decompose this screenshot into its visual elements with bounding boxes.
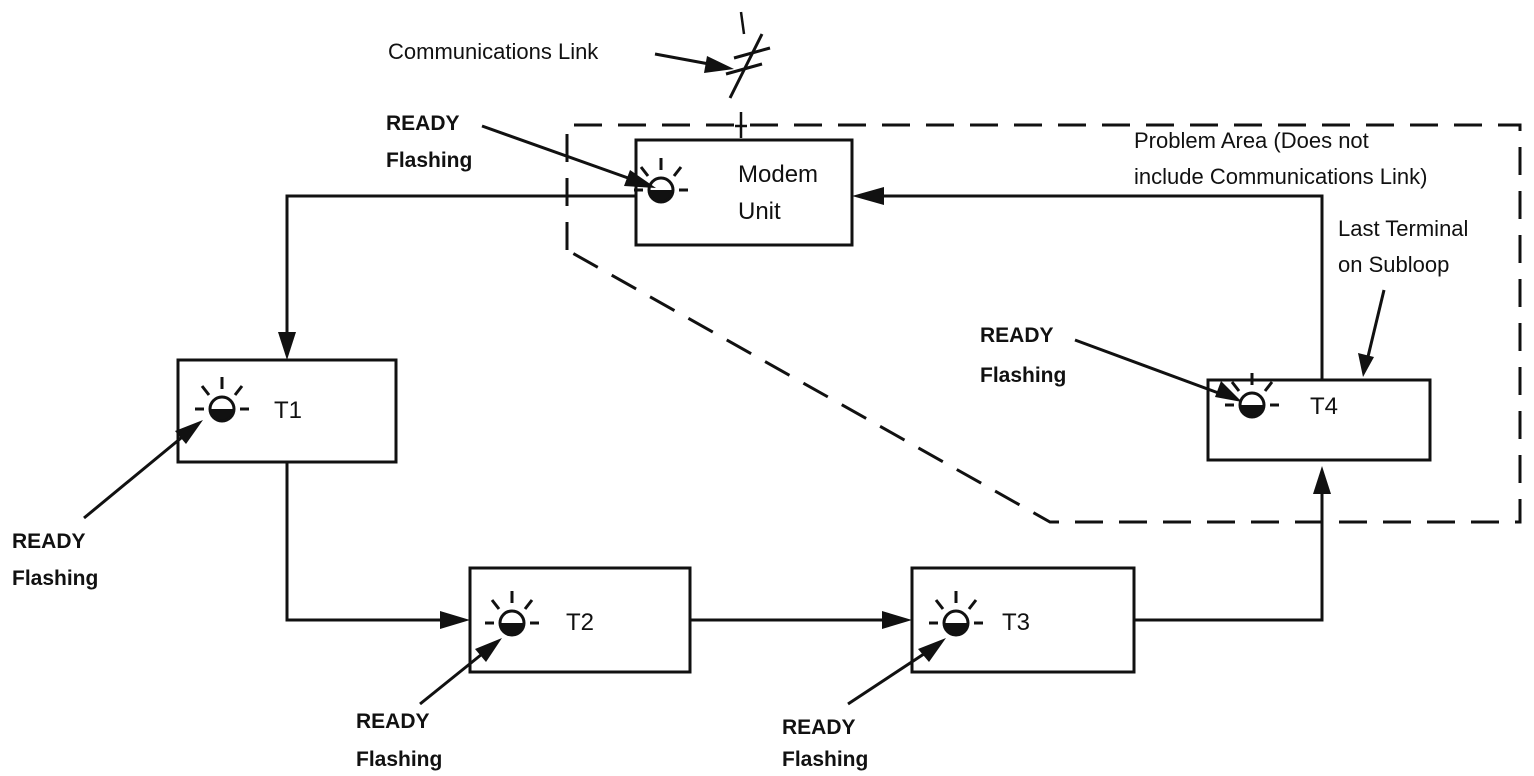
modem-ready-state: Flashing	[386, 149, 472, 172]
t4-ready-status: READY	[980, 324, 1054, 347]
last-terminal-label-line1: Last Terminal	[1338, 216, 1468, 241]
communications-link-label: Communications Link	[388, 39, 599, 64]
t1-label: T1	[274, 397, 302, 424]
terminal-t1-box	[176, 358, 398, 464]
t2-ready-lamp-icon	[483, 589, 541, 637]
terminal-t4-box	[1206, 378, 1432, 462]
terminal-t3-box	[910, 566, 1136, 674]
loop-arrowheads	[278, 187, 1331, 629]
last-terminal-label-line2: on Subloop	[1338, 252, 1449, 277]
t3-ready-status: READY	[782, 716, 856, 739]
callout-arrowheads	[175, 56, 1374, 662]
terminal-t2-box	[468, 566, 692, 674]
t3-label: T3	[1002, 609, 1030, 636]
t3-ready-lamp-icon	[927, 589, 985, 637]
t4-ready-state: Flashing	[980, 364, 1066, 387]
t3-ready-state: Flashing	[782, 748, 868, 771]
callout-arrows	[83, 52, 1386, 706]
modem-unit-label-line1: Modem	[738, 161, 818, 188]
loop-connections	[285, 194, 1324, 622]
problem-area-label-line1: Problem Area (Does not	[1134, 128, 1369, 153]
t1-ready-status: READY	[12, 530, 86, 553]
modem-unit-label-line2: Unit	[738, 198, 781, 225]
problem-area-label-line2: include Communications Link)	[1134, 164, 1427, 189]
t2-ready-state: Flashing	[356, 748, 442, 771]
t2-ready-status: READY	[356, 710, 430, 733]
t2-label: T2	[566, 609, 594, 636]
modem-ready-status: READY	[386, 112, 460, 135]
t1-ready-lamp-icon	[193, 375, 251, 423]
modem-unit-box	[634, 138, 854, 247]
t4-label: T4	[1310, 393, 1338, 420]
communications-link	[725, 11, 771, 138]
t1-ready-state: Flashing	[12, 567, 98, 590]
problem-area-outline	[565, 123, 1522, 524]
